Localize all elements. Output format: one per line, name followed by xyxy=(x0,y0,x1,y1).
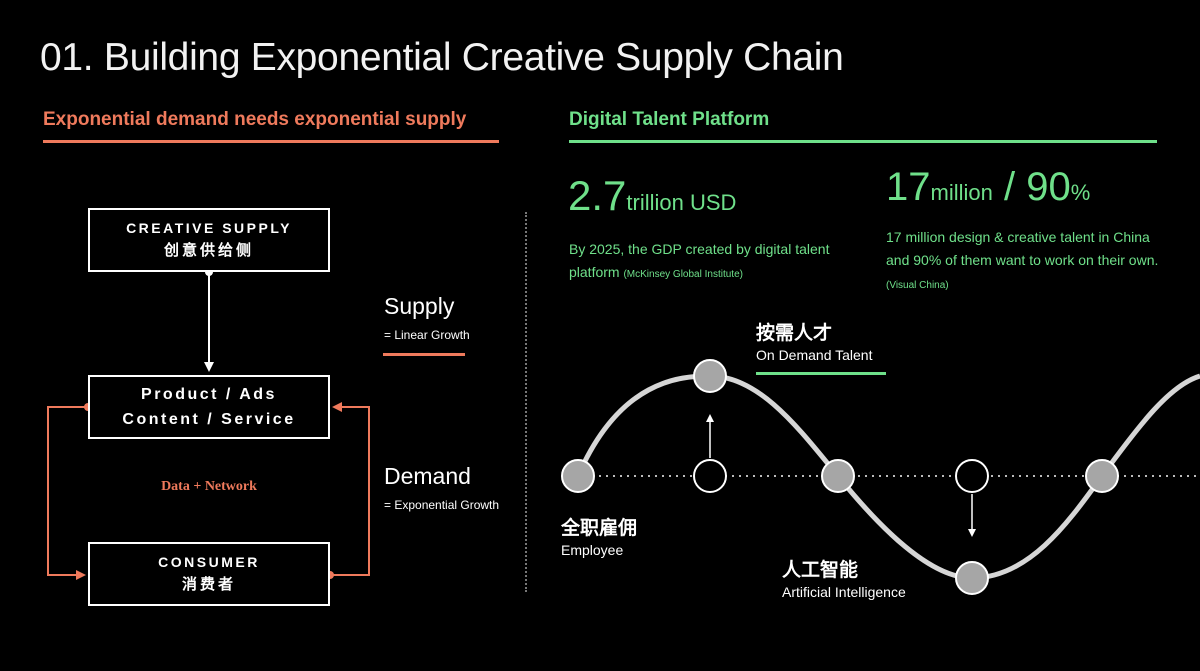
supply-sublabel: = Linear Growth xyxy=(384,328,470,342)
stat-talent-pct-value: 90 xyxy=(1026,165,1071,209)
stat-gdp-desc-text: By 2025, the GDP created by digital tale… xyxy=(569,241,830,280)
node-hollow-right xyxy=(955,459,989,493)
page-title: 01. Building Exponential Creative Supply… xyxy=(40,36,844,79)
product-box: Product / Ads Content / Service xyxy=(88,375,330,439)
stat-gdp: 2.7trillion USD xyxy=(568,172,736,220)
stat-talent-pct-sign: % xyxy=(1070,180,1091,205)
node-ai xyxy=(955,561,989,595)
product-line1: Product / Ads xyxy=(141,386,277,403)
left-heading-underline xyxy=(43,140,499,143)
node-crossing-2 xyxy=(1085,459,1119,493)
right-section-heading: Digital Talent Platform xyxy=(569,109,770,130)
loop-label: Data + Network xyxy=(161,479,257,494)
stat-gdp-description: By 2025, the GDP created by digital tale… xyxy=(569,238,869,286)
on-demand-label-en: On Demand Talent xyxy=(756,347,873,363)
section-divider xyxy=(525,212,527,592)
stat-gdp-unit: trillion USD xyxy=(626,190,737,215)
node-crossing-1 xyxy=(821,459,855,493)
creative-supply-zh: 创意供给侧 xyxy=(163,242,254,259)
employee-label-en: Employee xyxy=(561,542,624,558)
supply-label: Supply xyxy=(384,293,455,319)
ai-label-zh: 人工智能 xyxy=(782,560,859,581)
stat-talent: 17million / 90% xyxy=(886,165,1090,210)
on-demand-underline xyxy=(756,372,886,375)
creative-supply-en: CREATIVE SUPPLY xyxy=(126,220,292,236)
node-employee xyxy=(561,459,595,493)
stat-talent-unit: million xyxy=(930,180,993,205)
stat-gdp-source: (McKinsey Global Institute) xyxy=(623,269,743,280)
product-line2: Content / Service xyxy=(122,411,296,428)
employee-label-zh: 全职雇佣 xyxy=(561,518,638,539)
consumer-en: CONSUMER xyxy=(158,554,260,570)
consumer-box: CONSUMER 消费者 xyxy=(88,542,330,606)
creative-supply-box: CREATIVE SUPPLY 创意供给侧 xyxy=(88,208,330,272)
left-section-heading: Exponential demand needs exponential sup… xyxy=(43,109,467,130)
supply-linear-line xyxy=(383,353,465,356)
demand-label: Demand xyxy=(384,463,471,489)
ai-label-en: Artificial Intelligence xyxy=(782,584,906,600)
node-on-demand xyxy=(693,359,727,393)
stat-gdp-value: 2.7 xyxy=(568,172,627,219)
stat-talent-value: 17 xyxy=(886,165,931,209)
stat-talent-desc-text: 17 million design & creative talent in C… xyxy=(886,229,1159,268)
stat-talent-sep: / xyxy=(992,165,1027,209)
on-demand-label-zh: 按需人才 xyxy=(756,323,833,344)
stat-talent-description: 17 million design & creative talent in C… xyxy=(886,226,1176,297)
stat-talent-source: (Visual China) xyxy=(886,280,949,291)
node-hollow-left xyxy=(693,459,727,493)
right-heading-underline xyxy=(569,140,1157,143)
demand-sublabel: = Exponential Growth xyxy=(384,498,500,512)
consumer-zh: 消费者 xyxy=(181,576,236,593)
